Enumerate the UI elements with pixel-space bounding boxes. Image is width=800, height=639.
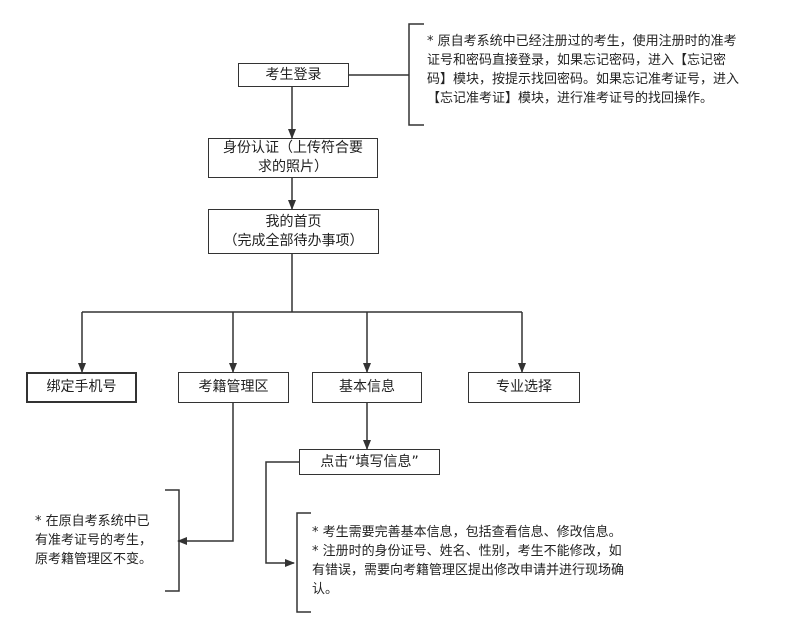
fill-note-line-4: 认。 [312,581,339,597]
node-home-label-2: （完成全部待办事项） [223,232,364,249]
node-phone: 绑定手机号 [26,372,137,403]
login-note-line-4: 【忘记准考证】模块，进行准考证号的找回操作。 [427,90,714,106]
fill-note-bracket [296,512,311,613]
login-note-line-2: 证号和密码直接登录，如果忘记密码，进入【忘记密 [427,52,727,68]
node-auth-label-1: 身份认证（上传符合要 [223,140,363,157]
node-login: 考生登录 [238,63,349,87]
node-auth: 身份认证（上传符合要 求的照片） [208,138,378,178]
node-phone-label: 绑定手机号 [46,379,117,396]
login-note-line-1: * 原自考系统中已经注册过的考生，使用注册时的准考 [427,34,737,49]
login-note: * 原自考系统中已经注册过的考生，使用注册时的准考 证号和密码直接登录，如果忘记… [427,33,739,108]
node-major: 专业选择 [468,372,580,403]
registry-note-line-3: 原考籍管理区不变。 [35,551,153,567]
node-basic-label: 基本信息 [339,379,395,396]
node-fill: 点击“填写信息” [299,449,440,475]
node-login-label: 考生登录 [265,66,322,83]
node-fill-label: 点击“填写信息” [320,453,419,470]
node-registry: 考籍管理区 [178,372,289,403]
node-auth-label-2: 求的照片） [258,159,328,175]
fill-note: * 考生需要完善基本信息，包括查看信息、修改信息。 * 注册时的身份证号、姓名、… [312,524,624,599]
fill-note-line-3: 有错误，需要向考籍管理区提出修改申请并进行现场确 [312,562,625,578]
registry-note-bracket [165,489,180,592]
arrow-registry-to-note [177,403,234,545]
node-registry-label: 考籍管理区 [198,379,269,396]
node-major-label: 专业选择 [496,379,552,396]
login-note-line-3: 码】模块，按提示找回密码。如果忘记准考证号，进入 [427,71,740,87]
arrow-fill-to-note [265,461,299,567]
node-basic: 基本信息 [312,372,422,403]
fill-note-line-2: * 注册时的身份证号、姓名、性别，考生不能修改，如 [312,543,622,559]
node-home: 我的首页 （完成全部待办事项） [208,209,379,254]
registry-note-line-2: 有准考证号的考生， [35,532,153,548]
registry-note: * 在原自考系统中已 有准考证号的考生， 原考籍管理区不变。 [35,513,152,570]
registry-note-line-1: * 在原自考系统中已 [35,514,150,529]
fill-note-line-1: * 考生需要完善基本信息，包括查看信息、修改信息。 [312,525,622,540]
login-note-bracket [408,23,424,126]
node-home-label-1: 我的首页 [265,213,322,230]
